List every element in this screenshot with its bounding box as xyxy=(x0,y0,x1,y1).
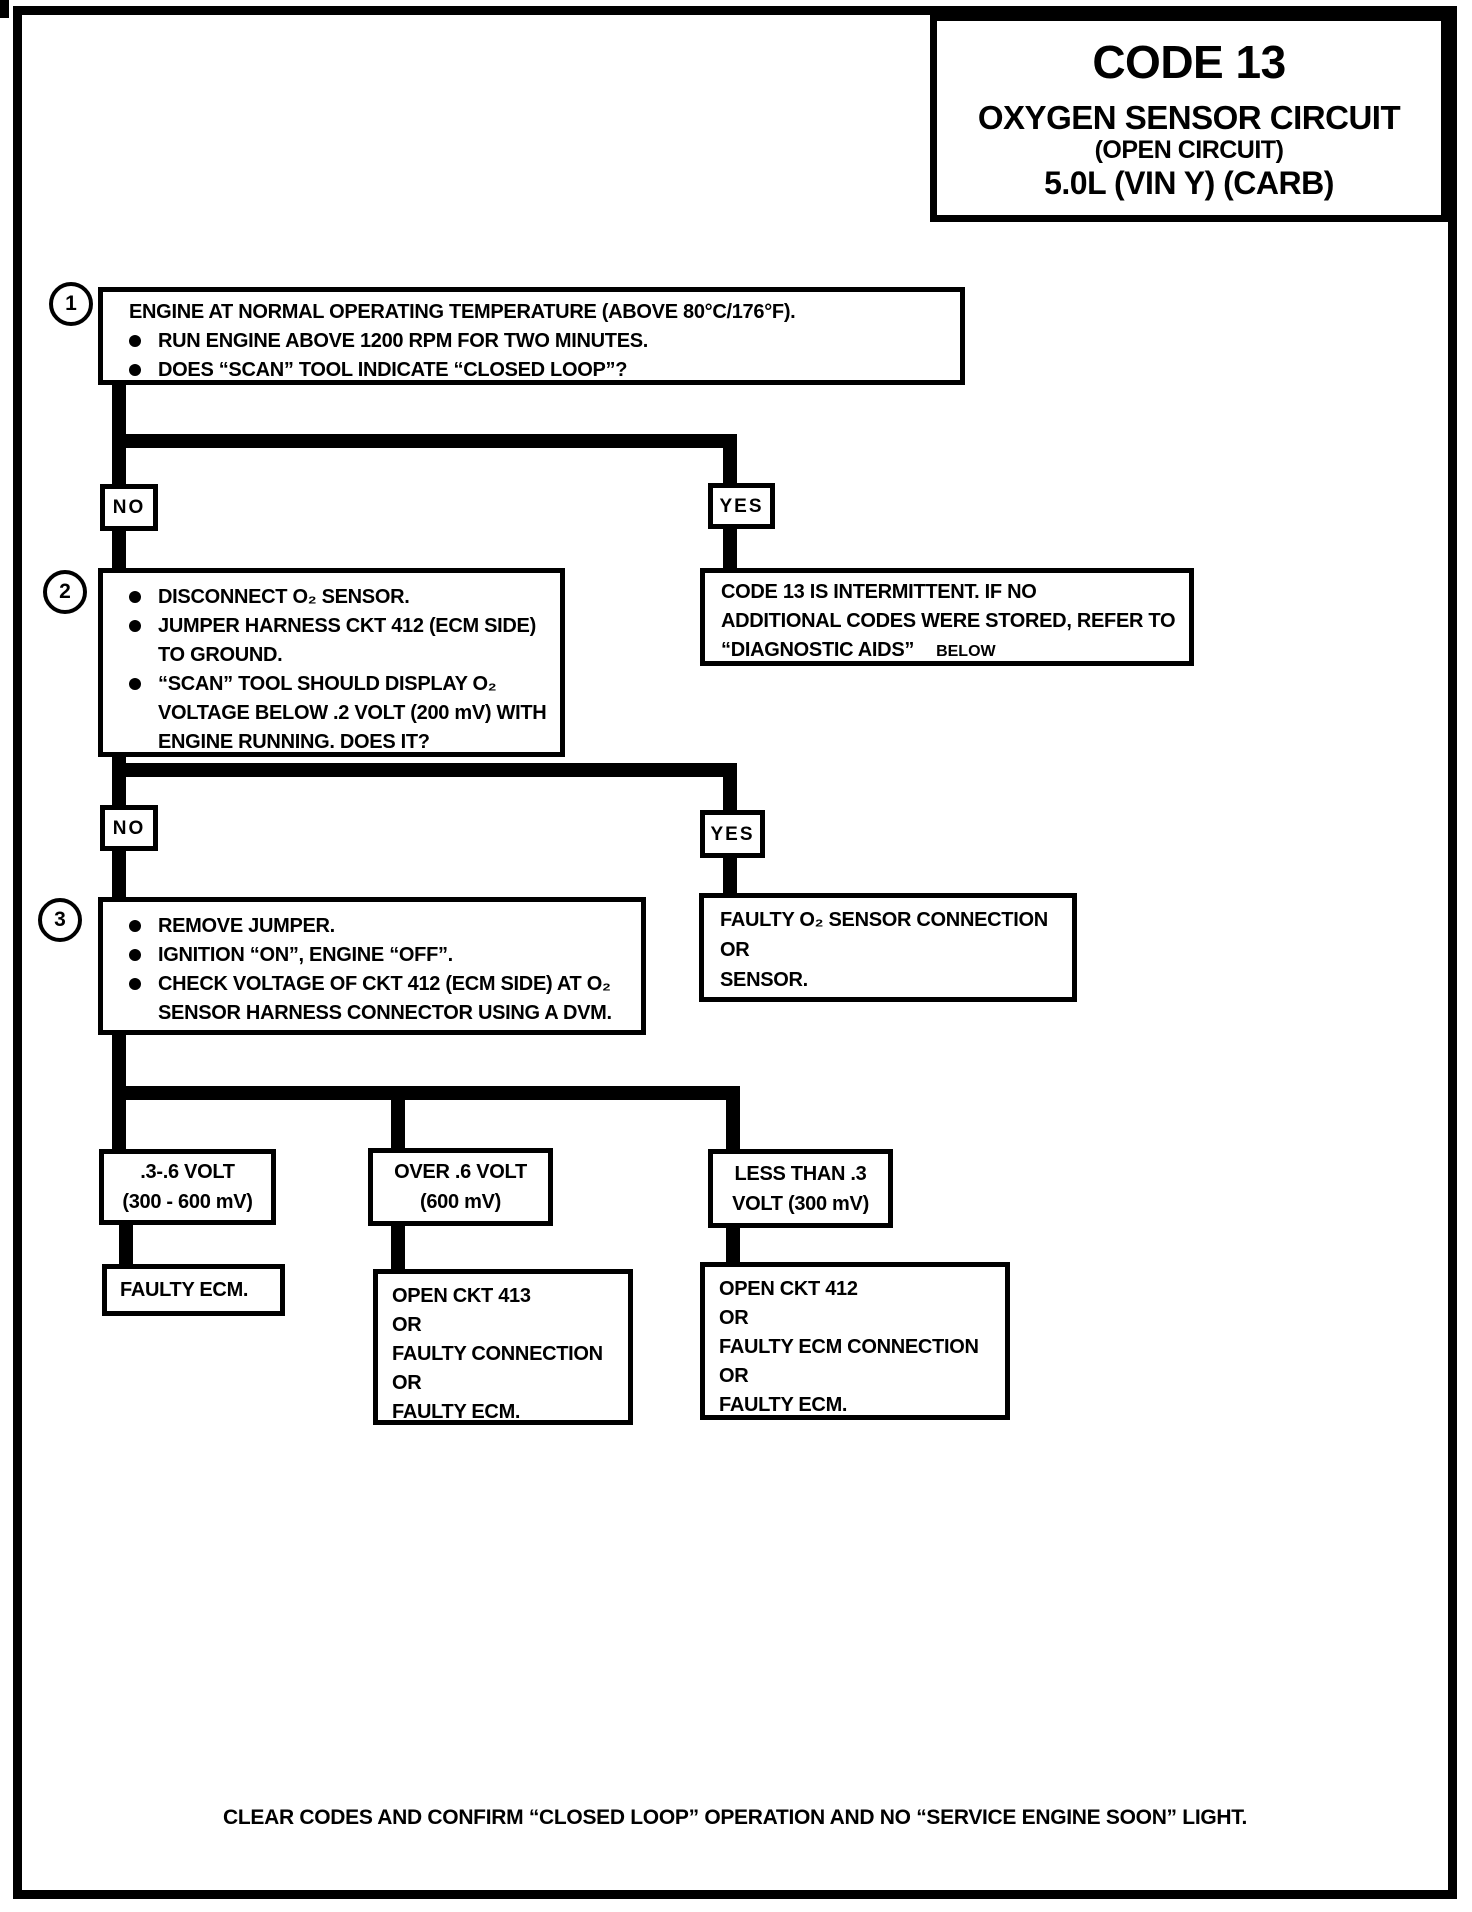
step2-bullet-row: “SCAN” TOOL SHOULD DISPLAY O₂ VOLTAGE BE… xyxy=(129,670,550,757)
outcome-faulty-ecm-box: FAULTY ECM. xyxy=(102,1264,285,1316)
connector-step3-down xyxy=(112,1033,126,1100)
bullet-icon xyxy=(129,678,141,690)
no-label-text: NO xyxy=(112,497,146,518)
no-label-1: NO xyxy=(100,484,158,531)
step1-bullet-1: RUN ENGINE ABOVE 1200 RPM FOR TWO MINUTE… xyxy=(158,330,649,352)
step3-bullet-3: CHECK VOLTAGE OF CKT 412 (ECM SIDE) AT O… xyxy=(158,973,612,1024)
title-circuit: OXYGEN SENSOR CIRCUIT xyxy=(977,99,1401,136)
bullet-icon xyxy=(129,364,141,376)
step3-bullet-2: IGNITION “ON”, ENGINE “OFF”. xyxy=(158,944,453,966)
connector-branch3-horizontal xyxy=(112,1086,740,1100)
intermittent-line3: “DIAGNOSTIC AIDS” BELOW xyxy=(721,636,1177,666)
step1-intro: ENGINE AT NORMAL OPERATING TEMPERATURE (… xyxy=(129,301,796,323)
connector-branch2-horizontal xyxy=(112,763,737,777)
step-circle-1: 1 xyxy=(49,282,93,326)
connector-cond3-to-result3 xyxy=(726,1225,740,1264)
title-engine: 5.0L (VIN Y) (CARB) xyxy=(1044,165,1334,201)
step-number-2: 2 xyxy=(59,580,71,603)
footer-note: CLEAR CODES AND CONFIRM “CLOSED LOOP” OP… xyxy=(222,1806,1247,1829)
step-number-1: 1 xyxy=(65,292,77,315)
title-block: CODE 13 OXYGEN SENSOR CIRCUIT (OPEN CIRC… xyxy=(930,14,1448,222)
connector-step1-down xyxy=(112,382,126,484)
connector-cond2-to-result2 xyxy=(391,1223,405,1271)
connector-no1-to-step2 xyxy=(112,528,126,570)
bullet-icon xyxy=(129,920,141,932)
connector-branch1-yes-drop xyxy=(723,434,737,483)
connector-branch3-drop-1 xyxy=(112,1086,126,1149)
connector-branch2-yes-drop xyxy=(723,763,737,810)
step-box-2: DISCONNECT O₂ SENSOR. JUMPER HARNESS CKT… xyxy=(98,568,565,757)
page-border xyxy=(13,6,1457,1899)
connector-yes1-to-intermittent xyxy=(723,526,737,570)
connector-branch3-drop-3 xyxy=(726,1086,740,1151)
step3-bullet-row: REMOVE JUMPER. xyxy=(129,912,631,941)
no-label-2: NO xyxy=(100,805,158,851)
scan-artifact xyxy=(0,0,9,18)
intermittent-line3-suffix: BELOW xyxy=(936,643,996,660)
step-circle-2: 2 xyxy=(43,570,87,614)
faulty-ecm-lines: FAULTY ECM. xyxy=(120,1278,249,1301)
condition-box-1: .3-.6 VOLT(300 - 600 mV) xyxy=(99,1149,276,1225)
intermittent-line3-main: “DIAGNOSTIC AIDS” xyxy=(721,639,915,661)
bullet-icon xyxy=(129,978,141,990)
bullet-icon xyxy=(129,591,141,603)
yes-label-text: YES xyxy=(710,823,755,845)
step2-bullet-1: DISCONNECT O₂ SENSOR. xyxy=(158,586,410,608)
title-open-circuit: (OPEN CIRCUIT) xyxy=(1094,136,1284,164)
title-code: CODE 13 xyxy=(1092,36,1286,88)
yes-label-1: YES xyxy=(708,483,775,529)
step2-bullet-2: JUMPER HARNESS CKT 412 (ECM SIDE) TO GRO… xyxy=(158,615,536,666)
no-label-text: NO xyxy=(112,817,146,839)
yes-label-2: YES xyxy=(700,810,765,858)
step-circle-3: 3 xyxy=(38,898,82,942)
condition-2-lines: OVER .6 VOLT(600 mV) xyxy=(394,1161,527,1213)
step-box-3: REMOVE JUMPER. IGNITION “ON”, ENGINE “OF… xyxy=(98,897,646,1035)
connector-yes2-to-faulty-o2 xyxy=(723,856,737,895)
connector-branch3-drop-2 xyxy=(391,1086,405,1150)
step3-bullet-1: REMOVE JUMPER. xyxy=(158,915,335,937)
bullet-icon xyxy=(129,949,141,961)
step1-bullet-row: DOES “SCAN” TOOL INDICATE “CLOSED LOOP”? xyxy=(129,356,950,385)
connector-cond1-to-result1 xyxy=(119,1222,133,1266)
step2-bullet-row: DISCONNECT O₂ SENSOR. xyxy=(129,583,550,612)
condition-1-lines: .3-.6 VOLT(300 - 600 mV) xyxy=(122,1161,253,1213)
step2-bullet-3: “SCAN” TOOL SHOULD DISPLAY O₂ VOLTAGE BE… xyxy=(158,673,547,753)
yes-label-text: YES xyxy=(719,495,764,517)
step3-bullet-row: CHECK VOLTAGE OF CKT 412 (ECM SIDE) AT O… xyxy=(129,970,631,1028)
step3-bullet-row: IGNITION “ON”, ENGINE “OFF”. xyxy=(129,941,631,970)
step1-bullet-2: DOES “SCAN” TOOL INDICATE “CLOSED LOOP”? xyxy=(158,359,628,381)
step-number-3: 3 xyxy=(54,908,66,931)
bullet-icon xyxy=(129,620,141,632)
connector-branch2-no-drop xyxy=(112,763,126,805)
step1-bullet-row: RUN ENGINE ABOVE 1200 RPM FOR TWO MINUTE… xyxy=(129,327,950,356)
bullet-icon xyxy=(129,335,141,347)
step-box-1: ENGINE AT NORMAL OPERATING TEMPERATURE (… xyxy=(98,287,965,385)
step2-bullet-row: JUMPER HARNESS CKT 412 (ECM SIDE) TO GRO… xyxy=(129,612,550,670)
connector-branch1-horizontal xyxy=(112,434,737,448)
condition-box-2: OVER .6 VOLT(600 mV) xyxy=(368,1148,553,1226)
connector-no2-to-step3 xyxy=(112,848,126,899)
